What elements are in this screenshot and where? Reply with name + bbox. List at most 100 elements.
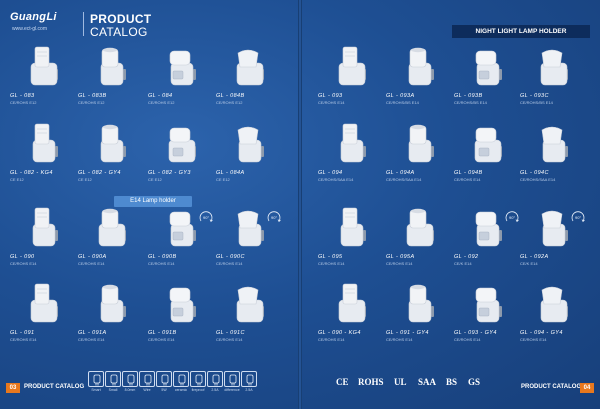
feature-icon-label: Smart (91, 388, 101, 392)
product-model: GL - 092 (454, 254, 479, 260)
footer: 03 PRODUCT CATALOG Smart Small 8.0mm Wire 5W… (0, 371, 600, 409)
product-model: GL - 091A (78, 330, 107, 336)
feature-icon-label: Wire (143, 388, 151, 392)
feature-icon-label: ceramic (174, 388, 188, 392)
plug-icon (105, 371, 121, 387)
product-model: GL - 094 - GY4 (520, 330, 563, 336)
product-model: GL - 084 (148, 93, 173, 99)
product-model: GL - 091 (10, 330, 35, 336)
lamp-holder-icon (520, 122, 586, 170)
holder-icon (207, 371, 223, 387)
lamp-holder-icon (386, 122, 452, 170)
rotate-90-icon: 90° (266, 210, 282, 226)
product-model: GL - 095A (386, 254, 415, 260)
lamp-holder-icon (454, 45, 520, 93)
product-cert: CE/ROHS E14 (10, 261, 37, 266)
lamp-holder-icon (520, 282, 586, 330)
rotate-90-icon: 90° (198, 210, 214, 226)
product-model: GL - 091 - GY4 (386, 330, 429, 336)
rotate-90-icon: 90° (504, 210, 520, 226)
lamp-holder-icon (148, 45, 214, 93)
subsection-label: E14 Lamp holder (114, 196, 192, 207)
product-cert: CE/ROHS/BS E14 (386, 100, 419, 105)
product-cert: CE/ROHS E12 (78, 100, 105, 105)
product-cert: CE E12 (216, 177, 230, 182)
svg-text:90°: 90° (575, 215, 581, 220)
lamp-holder-icon (78, 45, 144, 93)
product-cert: CE/ROHS E12 (148, 100, 175, 105)
product-model: GL - 092A (520, 254, 549, 260)
svg-text:90°: 90° (271, 215, 277, 220)
lamp-holder-icon (10, 45, 76, 93)
lamp-holder-icon (520, 45, 586, 93)
logo-divider (83, 12, 84, 36)
product-model: GL - 082 - KG4 (10, 170, 53, 176)
lamp-holder-icon (386, 282, 452, 330)
lamp-holder-icon (386, 45, 452, 93)
lamp-holder-icon (216, 122, 282, 170)
lamp-holder-icon (318, 45, 384, 93)
product-cert: CE/ROHS E14 (78, 261, 105, 266)
product-model: GL - 084B (216, 93, 245, 99)
product-model: GL - 094 (318, 170, 343, 176)
voltage-icon (156, 371, 172, 387)
fuse-icon (241, 371, 257, 387)
plug-icon (88, 371, 104, 387)
saa-cert-logo: SAA (418, 377, 437, 387)
product-model: GL - 093 - GY4 (454, 330, 497, 336)
product-cert: CE/ROHS E14 (386, 337, 413, 342)
product-model: GL - 090 - KG4 (318, 330, 361, 336)
lamp-holder-icon (318, 206, 384, 254)
product-cert: CE E12 (10, 177, 24, 182)
lamp-holder-icon (10, 206, 76, 254)
product-model: GL - 095 (318, 254, 343, 260)
lamp-holder-icon (78, 122, 144, 170)
feature-icon-label: 8.0mm (124, 388, 136, 392)
product-cert: CE E12 (78, 177, 92, 182)
brand-url: www.ect-gl.com (12, 26, 48, 32)
product-model: GL - 093B (454, 93, 483, 99)
product-model: GL - 094A (386, 170, 415, 176)
feature-icon-label: Small (108, 388, 118, 392)
product-cert: CE E12 (148, 177, 162, 182)
product-cert: CE/ROHS E14 (318, 337, 345, 342)
product-model: GL - 090B (148, 254, 177, 260)
product-cert: CE/ROHS E12 (216, 100, 243, 105)
lamp-holder-icon (10, 122, 76, 170)
product-cert: CE/ROHS/SAA E14 (318, 177, 354, 182)
footer-label-left: PRODUCT CATALOG (24, 384, 85, 390)
product-cert: CE/ROHS E12 (10, 100, 37, 105)
feature-icon-label: 5W (161, 388, 167, 392)
feature-icon-label: difference (224, 388, 240, 392)
product-cert: CE/ROHS E14 (10, 337, 37, 342)
brand-name: GuangLi (10, 11, 57, 23)
product-model: GL - 094C (520, 170, 549, 176)
ul-cert-logo: UL (394, 377, 407, 387)
page-number-left: 03 (6, 383, 20, 393)
lamp-icon (190, 371, 206, 387)
product-cert: CE/K E14 (520, 261, 538, 266)
lamp-holder-icon (78, 282, 144, 330)
lamp-holder-icon (148, 206, 214, 254)
product-cert: CE/ROHS E14 (216, 337, 243, 342)
product-model: GL - 093A (386, 93, 415, 99)
product-model: GL - 093 (318, 93, 343, 99)
